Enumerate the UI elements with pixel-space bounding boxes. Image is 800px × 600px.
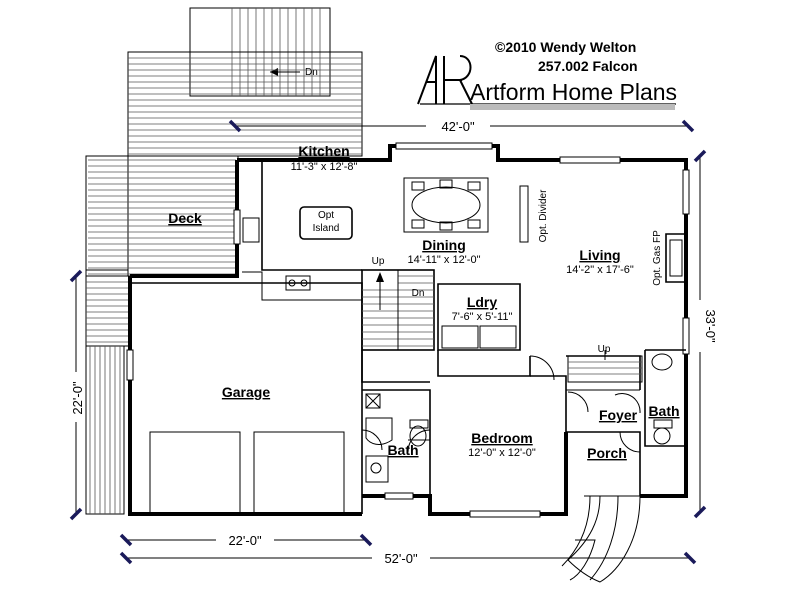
deck-outline <box>85 155 239 277</box>
kitchen-counters <box>242 162 362 301</box>
foyer-label: Foyer <box>599 407 638 423</box>
island-label-line2: Island <box>313 223 340 234</box>
laundry-label: Ldry <box>467 294 498 310</box>
laundry-dims: 7'-6" x 5'-11" <box>452 311 513 323</box>
washer-icon <box>441 325 479 349</box>
fireplace-icon <box>665 233 686 283</box>
shower-icon <box>365 417 393 445</box>
porch-walkway <box>561 495 641 583</box>
deck-surface <box>85 51 363 277</box>
porch-label: Porch <box>587 445 627 461</box>
vanity-icon <box>365 455 389 483</box>
sink-icon <box>242 217 260 243</box>
windows <box>126 142 690 518</box>
door-swings <box>361 355 641 453</box>
room-labels: Kitchen 11'-3" x 12'-8" Opt Island Dinin… <box>168 143 679 461</box>
bath-fixtures <box>365 353 673 483</box>
central-stair <box>361 269 435 351</box>
bath1-label: Bath <box>387 442 418 458</box>
plan-notes: Opt. Divider Opt. Gas FP Up Dn Up <box>372 189 663 355</box>
bedroom-dims: 12'-0" x 12'-0" <box>468 447 536 459</box>
interior-walls <box>361 349 686 496</box>
brand-logo: Artform Home Plans <box>417 55 677 110</box>
foyer-stair <box>567 350 643 383</box>
island-outline <box>299 206 353 240</box>
dim-overall-width: 52'-0" <box>384 551 418 566</box>
garage-doors <box>149 431 345 514</box>
cooktop-icon <box>285 275 311 291</box>
living-label: Living <box>579 247 620 263</box>
opt-gas-fp-note: Opt. Gas FP <box>652 230 663 286</box>
side-stair <box>85 275 131 515</box>
dryer-icon <box>479 325 517 349</box>
dining-label: Dining <box>422 237 466 253</box>
deck-label: Deck <box>168 210 202 226</box>
bath2-toilet-icon <box>653 427 671 445</box>
upper-deck-outline <box>127 51 363 157</box>
bedroom-label: Bedroom <box>471 430 532 446</box>
deck-stair-dn-label: Dn <box>305 67 318 78</box>
laundry-walls <box>437 283 521 351</box>
stair-up-note: Up <box>372 256 385 267</box>
kitchen-label: Kitchen <box>298 143 349 159</box>
opt-divider-icon <box>519 185 529 243</box>
dining-dims: 14'-11" x 12'-0" <box>408 254 481 266</box>
dim-top-width: 42'-0" <box>441 119 475 134</box>
garage-label: Garage <box>222 384 270 400</box>
dim-garage-width: 22'-0" <box>228 533 262 548</box>
dining-table <box>403 177 489 233</box>
island-label-line1: Opt <box>318 210 334 221</box>
garage-door-left <box>149 431 241 514</box>
kitchen-dims: 11'-3" x 12'-8" <box>291 161 358 173</box>
dim-right-depth: 33'-0" <box>703 309 718 343</box>
opt-divider-note: Opt. Divider <box>538 189 549 242</box>
toilet-icon <box>409 425 427 447</box>
garage-door-right <box>253 431 345 514</box>
foyer-stair-up-note: Up <box>598 344 611 355</box>
deck-boards <box>88 57 362 275</box>
bath2-label: Bath <box>648 403 679 419</box>
logo-shadow <box>470 104 675 110</box>
plan-credits: ©2010 Wendy Welton 257.002 Falcon <box>495 39 638 74</box>
stair-up-arrow-icon <box>376 272 384 282</box>
dimension-lines: 42'-0" 33'-0" 22'-0" 22'-0" 52'-0" <box>69 118 718 566</box>
living-dims: 14'-2" x 17'-6" <box>566 264 634 276</box>
brand-name-text: Artform Home Plans <box>470 79 677 105</box>
stair-arrow-icon <box>270 68 278 76</box>
table-icon <box>411 186 481 224</box>
dim-left-depth: 22'-0" <box>70 381 85 415</box>
plan-id-text: 257.002 Falcon <box>538 58 638 74</box>
stair-dn-note: Dn <box>412 288 425 299</box>
bath2-sink-icon <box>651 353 673 371</box>
copyright-text: ©2010 Wendy Welton <box>495 39 636 55</box>
